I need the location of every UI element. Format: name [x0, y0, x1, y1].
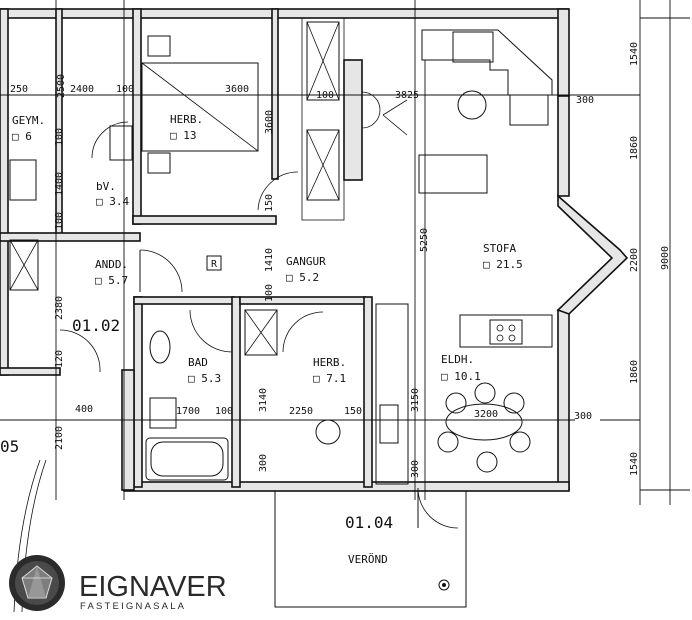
svg-text:2250: 2250 [289, 406, 313, 417]
room-name-geym: GEYM. [12, 114, 45, 127]
svg-text:100: 100 [316, 90, 334, 101]
svg-text:1400: 1400 [54, 172, 65, 196]
svg-text:2200: 2200 [629, 248, 640, 272]
marker-r: R [206, 255, 222, 271]
bay-window [556, 194, 629, 315]
veranda [274, 491, 467, 608]
dimension-lines [0, 0, 690, 505]
svg-text:120: 120 [54, 350, 65, 368]
door-swings [59, 91, 459, 529]
svg-text:1410: 1410 [264, 248, 275, 272]
room-area-geym: □ 6 [12, 130, 32, 143]
bed [141, 35, 259, 174]
svg-text:3140: 3140 [258, 388, 269, 412]
dining-table [437, 382, 531, 473]
svg-text:1860: 1860 [629, 360, 640, 384]
svg-text:150: 150 [264, 194, 275, 212]
room-name-bad: BAD [188, 356, 208, 369]
bath-fixtures [145, 309, 341, 481]
unit-label-veranda: 01.04 [345, 513, 393, 532]
svg-text:400: 400 [75, 404, 93, 415]
unit-label-main: 01.02 [72, 316, 120, 335]
room-area-bv: □ 3.4 [96, 195, 129, 208]
svg-text:250: 250 [10, 84, 28, 95]
logo-name: EIGNAVER [79, 571, 227, 603]
kitchen-fixtures [375, 303, 553, 485]
svg-text:2380: 2380 [54, 296, 65, 320]
walls [0, 8, 570, 492]
svg-text:150: 150 [344, 406, 362, 417]
room-area-andd: □ 5.7 [95, 274, 128, 287]
room-area-stofa: □ 21.5 [483, 258, 523, 271]
unit-labels: 01.02 01.04 05 VERÖND [0, 316, 393, 566]
room-area-bad: □ 5.3 [188, 372, 221, 385]
room-name-bv: bV. [96, 180, 116, 193]
svg-text:300: 300 [576, 95, 594, 106]
room-labels: GEYM. □ 6 HERB. □ 13 bV. □ 3.4 ANDD. □ 5… [12, 113, 523, 385]
unit-label-left: 05 [0, 437, 19, 456]
svg-text:3200: 3200 [474, 409, 498, 420]
left-cabinets [9, 125, 133, 291]
room-name-herb1: HERB. [170, 113, 203, 126]
svg-text:3150: 3150 [410, 388, 421, 412]
room-area-herb2: □ 7.1 [313, 372, 346, 385]
closet-crosses [306, 21, 340, 201]
logo-tagline: FASTEIGNASALA [80, 601, 186, 612]
svg-text:R: R [211, 259, 218, 270]
svg-text:2500: 2500 [56, 74, 67, 98]
svg-text:3825: 3825 [395, 90, 419, 101]
svg-text:1540: 1540 [629, 42, 640, 66]
svg-text:100: 100 [116, 84, 134, 95]
veranda-label: VERÖND [348, 553, 388, 566]
svg-text:2100: 2100 [54, 426, 65, 450]
room-name-stofa: STOFA [483, 242, 516, 255]
room-name-eldh: ELDH. [441, 353, 474, 366]
svg-text:3600: 3600 [264, 110, 275, 134]
room-area-eldh: □ 10.1 [441, 370, 481, 383]
room-area-gangur: □ 5.2 [286, 271, 319, 284]
svg-text:300: 300 [410, 460, 421, 478]
svg-text:300: 300 [574, 411, 592, 422]
sofa [418, 29, 553, 194]
company-logo: EIGNAVER FASTEIGNASALA [9, 555, 227, 612]
room-name-gangur: GANGUR [286, 255, 326, 268]
svg-text:1860: 1860 [629, 136, 640, 160]
diamond-logo-icon [9, 555, 65, 611]
svg-text:100: 100 [54, 212, 65, 230]
svg-text:1540: 1540 [629, 452, 640, 476]
room-area-herb1: □ 13 [170, 129, 197, 142]
room-name-herb2: HERB. [313, 356, 346, 369]
svg-text:2400: 2400 [70, 84, 94, 95]
svg-text:3600: 3600 [225, 84, 249, 95]
svg-text:100: 100 [215, 406, 233, 417]
svg-text:1700: 1700 [176, 406, 200, 417]
svg-text:5250: 5250 [419, 228, 430, 252]
dimension-labels: 250 2500 2400 100 3600 3600 100 3825 300… [10, 42, 671, 478]
svg-text:9000: 9000 [660, 246, 671, 270]
svg-text:300: 300 [258, 454, 269, 472]
svg-text:100: 100 [54, 128, 65, 146]
svg-text:100: 100 [264, 284, 275, 302]
room-name-andd: ANDD. [95, 258, 128, 271]
